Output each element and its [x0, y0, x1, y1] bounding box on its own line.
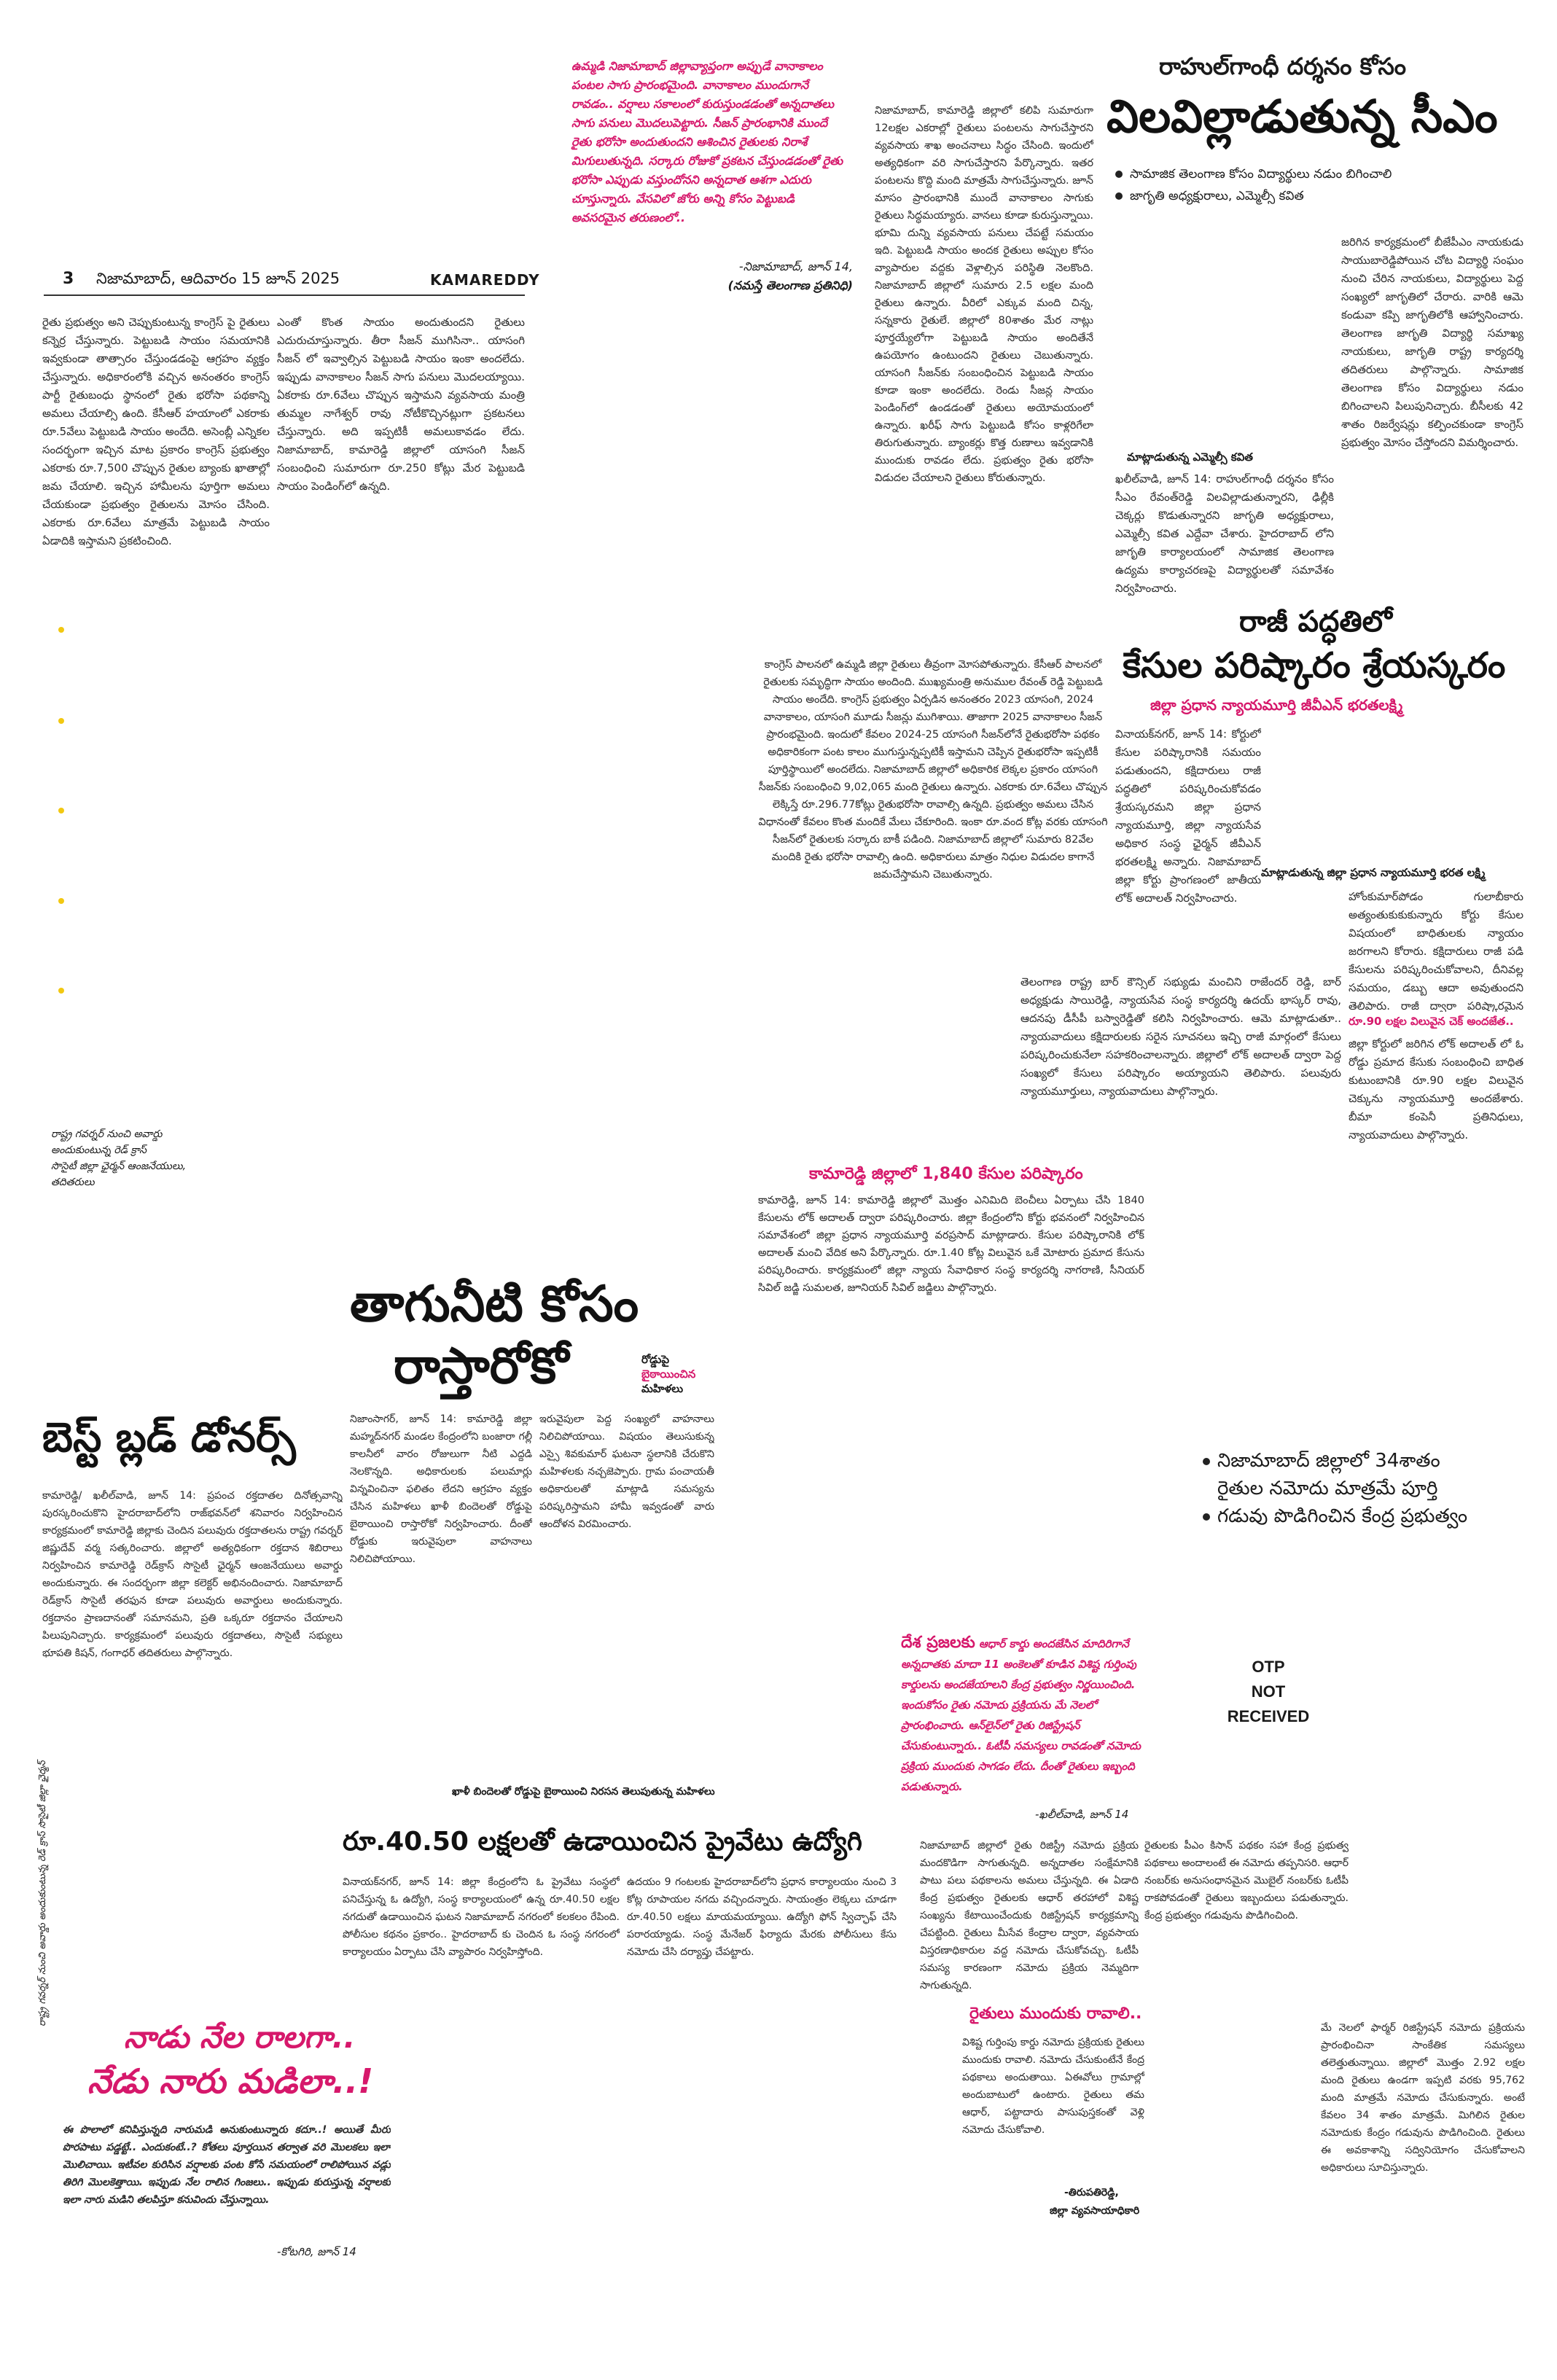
decor-dot — [58, 627, 64, 633]
nizam34-bullet-3: గడువు పొడిగించిన కేంద్ర ప్రభుత్వం — [1203, 1502, 1523, 1530]
thagu-side: రోడ్డుపై బైఠాయించిన మహిళలు — [641, 1353, 696, 1395]
rahul-bullets: సామాజిక తెలంగాణ కోసం విద్యార్థులు నడుం బ… — [1115, 163, 1523, 207]
thagu-col-2: ఇరువైపులా పెద్ద సంఖ్యలో వాహనాలు నిలిచిపో… — [539, 1413, 714, 1530]
rahul-bullet-2: జాగృతి అధ్యక్షురాలు, ఎమ్మెల్సీ కవిత — [1115, 185, 1523, 207]
nadu-credit: -కోటగిరి, జూన్ 14 — [277, 2245, 356, 2258]
raji-body-2: తెలంగాణ రాష్ట్ర బార్ కౌన్సిల్ సభ్యుడు మం… — [1021, 975, 1341, 1098]
rahul-body-left: ఖలీల్‌వాడి, జూన్ 14: రాహుల్‌గాంధీ దర్శనం… — [1115, 472, 1334, 595]
bullet-icon — [1115, 171, 1123, 178]
top-quote-credit2: (నమస్తే తెలంగాణ ప్రతినిధి) — [727, 278, 853, 292]
raji-body-3: హోంకుమార్‌పోడం గులాబీకారు అత్యంతుకుకుకున… — [1349, 890, 1523, 1012]
nadu-line-2: నేడు నారు మడిలా..! — [87, 2061, 374, 2101]
section-name: KAMAREDDY — [430, 271, 540, 289]
rahul-headline: విలవిల్లాడుతున్న సీఎం — [1107, 90, 1498, 143]
page-number: 3 — [63, 270, 74, 288]
blood-body: కామారెడ్డి/ ఖలీల్‌వాడి, జూన్ 14: ప్రపంచ … — [42, 1490, 343, 1659]
bullet-icon — [1115, 192, 1123, 200]
thagu-headline-2: రాస్తారోకో — [394, 1338, 569, 1395]
credit-role: జిల్లా వ్యవసాయాధికారి — [1050, 2205, 1140, 2217]
mid-story-col: నిజామాబాద్, కామారెడ్డి జిల్లాలో కలిపి సు… — [875, 105, 1093, 484]
raji-subhead: జిల్లా ప్రధాన న్యాయమూర్తి జీవీఎన్ భరతలక్… — [1150, 696, 1403, 714]
nizam34-box: నిజామాబాద్ జిల్లాలో 34శాతం రైతుల నమోదు మ… — [1203, 1447, 1523, 1530]
kama-body: కామారెడ్డి, జూన్ 14: కామారెడ్డి జిల్లాలో… — [758, 1195, 1144, 1294]
credit-name: -తిరుపతిరెడ్డి, — [1064, 2187, 1119, 2198]
decor-dot — [58, 808, 64, 814]
place-date: నిజామాబాద్, ఆదివారం 15 జూన్ 2025 — [96, 270, 340, 287]
decor-dot — [58, 898, 64, 904]
loot-col-2: ఉదయం 9 గంటలకు హైదరాబాద్‌లోని ప్రధాన కార్… — [627, 1876, 897, 1958]
nizam-reg-subhead: రైతులు ముందుకు రావాలి.. — [969, 2005, 1142, 2023]
rahul-bullet-1: సామాజిక తెలంగాణ కోసం విద్యార్థులు నడుం బ… — [1115, 163, 1523, 185]
raji-headline-1: రాజీ పద్ధతిలో — [1239, 605, 1392, 639]
kama-headline: కామారెడ్డి జిల్లాలో 1,840 కేసుల పరిష్కార… — [809, 1165, 1083, 1183]
raji-body-1: వినాయక్‌నగర్, జూన్ 14: కోర్టులో కేసుల పర… — [1115, 727, 1261, 905]
nadu-body: ఈ పొలాలో కనిపిస్తున్నది నారుమడి అనుకుంటు… — [63, 2124, 391, 2206]
thagu-headline-1: తాగునీటి కోసం — [350, 1276, 639, 1333]
raji-photo-caption: మాట్లాడుతున్న జిల్లా ప్రధాన న్యాయమూర్తి … — [1261, 866, 1486, 879]
desha-credit: -ఖలీల్‌వాడి, జూన్ 14 — [1035, 1808, 1129, 1821]
loot-headline: రూ.40.50 లక్షలతో ఉడాయించిన ప్రైవేటు ఉద్య… — [343, 1827, 862, 1857]
nadu-line-1: నాడు నేల రాలగా.. — [124, 2019, 356, 2055]
thagu-col-1: నిజాంసాగర్, జూన్ 14: కామారెడ్డి జిల్లా మ… — [350, 1413, 532, 1565]
nizam34-bullet-1: నిజామాబాద్ జిల్లాలో 34శాతం — [1203, 1447, 1523, 1475]
top-quote-credit: -నిజామాబాద్, జూన్ 14, — [738, 260, 853, 273]
left-story-col2: ఎంతో కొంత సాయం అందుతుందని రైతులు ఎదురుచూ… — [277, 316, 525, 493]
left-story-col1: రైతు ప్రభుత్వం అని చెప్పుకుంటున్న కాంగ్ర… — [42, 316, 270, 547]
vertical-caption: రాష్ట్ర గవర్నర్ నుంచి అవార్డు అందుకుంటున… — [37, 1760, 48, 2026]
raji-headline-2: కేసుల పరిష్కారం శ్రేయస్కరం — [1123, 645, 1506, 686]
blood-headline: బెస్ట్ బ్లడ్ డోనర్స్ — [42, 1414, 296, 1462]
side-caption: రాష్ట్ర గవర్నర్ నుంచి అవార్డు అందుకుంటున… — [51, 1128, 187, 1188]
desha-box: దేశ ప్రజలకు ఆధార్ కార్డు అందజేసిన మాదిరి… — [901, 1633, 1149, 1797]
rahul-photo-caption: మాట్లాడుతున్న ఎమ్మెల్సీ కవిత — [1127, 450, 1253, 464]
raji-body-4: జిల్లా కోర్టులో జరిగిన లోక్ అదాలత్ లో ఓ … — [1349, 1037, 1523, 1142]
nizam-reg-col-3: విశిష్ట గుర్తింపు కార్డు నమోదు ప్రక్రియక… — [962, 2037, 1144, 2136]
nizam-reg-col-2: రైతులకు పీఎం కిసాన్ పథకం సహా కేంద్ర ప్రభ… — [1144, 1840, 1349, 1921]
rahul-kicker: రాహుల్‌గాంధీ దర్శనం కోసం — [1159, 52, 1407, 80]
narrow-story: కాంగ్రెస్ పాలనలో ఉమ్మడి జిల్లా రైతులు తీ… — [758, 659, 1108, 881]
masthead-rule — [44, 294, 525, 296]
decor-dot — [58, 988, 64, 994]
nizam-reg-col: నిజామాబాద్ జిల్లాలో రైతు రిజిస్ట్రీ నమోద… — [920, 1840, 1139, 1991]
loot-col-1: వినాయక్‌నగర్, జూన్ 14: జిల్లా కేంద్రంలోన… — [343, 1876, 620, 1958]
otp-graphic: OTP NOT RECEIVED — [1227, 1658, 1310, 1725]
desha-lead: దేశ ప్రజలకు — [901, 1634, 975, 1652]
raji-pink-line: రూ.90 లక్షల విలువైన చెక్ అందజేత.. — [1349, 1015, 1514, 1028]
thagu-photo-caption: ఖాళీ బిందెలతో రోడ్డుపై బైఠాయించి నిరసన త… — [452, 1786, 715, 1798]
nizam-reg-col-4: మే నెలలో ఫార్మర్ రిజిస్ట్రేషన్ నమోదు ప్ర… — [1321, 2022, 1525, 2174]
bullet-icon — [1203, 1513, 1210, 1521]
top-quote: ఉమ్మడి నిజామాబాద్ జిల్లావ్యాప్తంగా అప్పు… — [571, 59, 843, 225]
rahul-body-right: జరిగిన కార్యక్రమంలో బీజేపీఎం నాయకుడు సాయ… — [1341, 235, 1523, 449]
nizam34-line-2: రైతుల నమోదు మాత్రమే పూర్తి — [1217, 1478, 1438, 1499]
decor-dot — [58, 718, 64, 724]
bullet-icon — [1203, 1457, 1210, 1465]
desha-text: ఆధార్ కార్డు అందజేసిన మాదిరిగానే అన్నదాత… — [901, 1637, 1142, 1793]
